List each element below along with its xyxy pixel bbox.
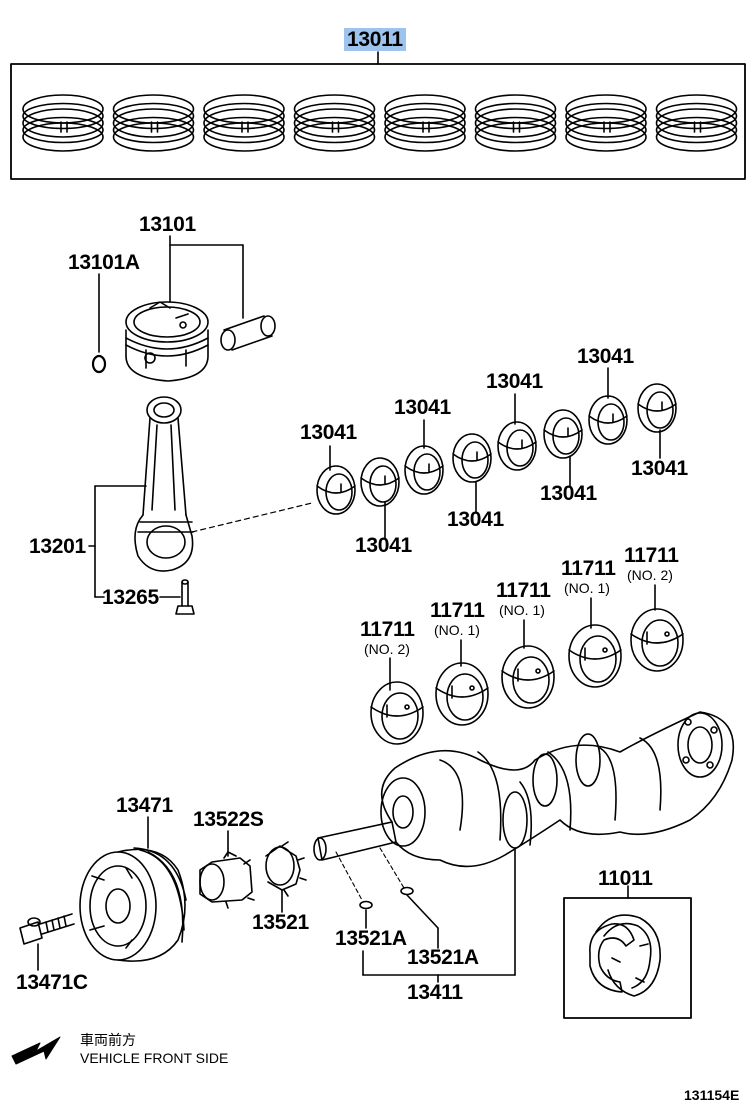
piston-leaders [98, 235, 244, 353]
timing-sprocket-drawing [199, 830, 255, 909]
callout-main-bearing[interactable]: 11711 [624, 544, 679, 567]
callout-piston[interactable]: 13101 [139, 213, 196, 236]
callout-rod-bearing[interactable]: 13041 [355, 534, 412, 557]
snap-ring-drawing [91, 354, 107, 374]
main-bearing-drawing [435, 662, 489, 726]
connecting-rod-drawing [134, 396, 313, 572]
rod-bolt-drawing [175, 579, 195, 615]
callout-highlight[interactable]: 13011 [344, 28, 406, 51]
crank-gear-drawing [265, 841, 307, 913]
piston-ring-drawing [22, 94, 104, 152]
pulley-bolt-drawing [19, 913, 75, 971]
piston-drawing [125, 301, 209, 382]
rod-bearing-drawing [543, 409, 583, 459]
vehicle-front-arrow-icon [11, 1036, 61, 1065]
callout-main-bearing[interactable]: 11711 [430, 599, 485, 622]
crankshaft-drawing [313, 711, 734, 901]
rod-bearing-drawing [588, 395, 628, 445]
rod-bearing-drawing [637, 383, 677, 433]
callout-piston-ring-set[interactable]: 13011 [344, 28, 406, 51]
piston-ring-drawing [655, 94, 738, 152]
main-bearing-leaders [389, 584, 656, 691]
callout-main-bearing[interactable]: 11711 [561, 557, 616, 580]
piston-ring-drawing [474, 94, 557, 152]
figure-code: 131154E [684, 1087, 740, 1103]
vehicle-front-label-jp: 車両前方 [80, 1032, 136, 1048]
callout-rod-bearing[interactable]: 13041 [577, 345, 634, 368]
main-bearing-drawing [568, 624, 622, 688]
thrust-washer-box [563, 885, 692, 1019]
rod-bearing-drawing [404, 445, 444, 495]
piston-ring-drawing [203, 94, 285, 152]
callout-connecting-rod[interactable]: 13201 [29, 535, 86, 558]
main-bearing-note: (NO. 2) [364, 641, 410, 657]
rod-bearing-drawing [452, 433, 492, 483]
piston-ring-drawing [565, 94, 647, 152]
callout-crank-gear[interactable]: 13521 [252, 911, 309, 934]
piston-ring-set-group [10, 51, 746, 180]
callout-rod-bearing[interactable]: 13041 [447, 508, 504, 531]
callout-timing-sprocket[interactable]: 13522S [193, 808, 264, 831]
callout-main-bearing[interactable]: 11711 [360, 618, 415, 641]
vehicle-front-label-en: VEHICLE FRONT SIDE [80, 1050, 229, 1066]
crankshaft-leader [362, 847, 516, 983]
main-bearing-note: (NO. 1) [499, 602, 545, 618]
callout-key[interactable]: 13521A [407, 946, 479, 969]
callout-crankshaft[interactable]: 13411 [407, 981, 463, 1004]
callout-rod-bearing[interactable]: 13041 [631, 457, 688, 480]
rod-bearing-drawing [316, 465, 356, 515]
callout-rod-bearing[interactable]: 13041 [486, 370, 543, 393]
callout-rod-bearing[interactable]: 13041 [540, 482, 597, 505]
main-bearing-note: (NO. 1) [564, 580, 610, 596]
rod-bearing-leaders [329, 367, 661, 539]
callout-rod-bearing[interactable]: 13041 [300, 421, 357, 444]
rod-bearing-drawing [360, 457, 400, 507]
main-bearings-drawing [370, 608, 684, 745]
callout-snap-ring[interactable]: 13101A [68, 251, 140, 274]
callout-key[interactable]: 13521A [335, 927, 407, 950]
piston-pin-drawing [220, 315, 276, 351]
main-bearing-note: (NO. 2) [627, 567, 673, 583]
main-bearing-drawing [370, 681, 424, 745]
rod-bearing-drawing [497, 421, 537, 471]
main-bearing-note: (NO. 1) [434, 622, 480, 638]
conn-rod-leaders [88, 485, 181, 598]
callout-rod-bearing[interactable]: 13041 [394, 396, 451, 419]
crankshaft-pulley-drawing [79, 816, 187, 962]
callout-rod-bolt[interactable]: 13265 [102, 586, 159, 609]
callout-pulley-bolt[interactable]: 13471C [16, 971, 88, 994]
callout-pulley[interactable]: 13471 [116, 794, 173, 817]
piston-ring-drawing [293, 94, 376, 152]
piston-ring-drawing [384, 94, 466, 152]
piston-ring-drawing [112, 94, 195, 152]
keys-drawing [359, 886, 439, 949]
main-bearing-drawing [630, 608, 684, 672]
main-bearing-drawing [501, 645, 555, 709]
callout-main-bearing[interactable]: 11711 [496, 579, 551, 602]
callout-thrust-washer[interactable]: 11011 [598, 867, 653, 890]
rod-bearings-drawing [316, 383, 677, 515]
